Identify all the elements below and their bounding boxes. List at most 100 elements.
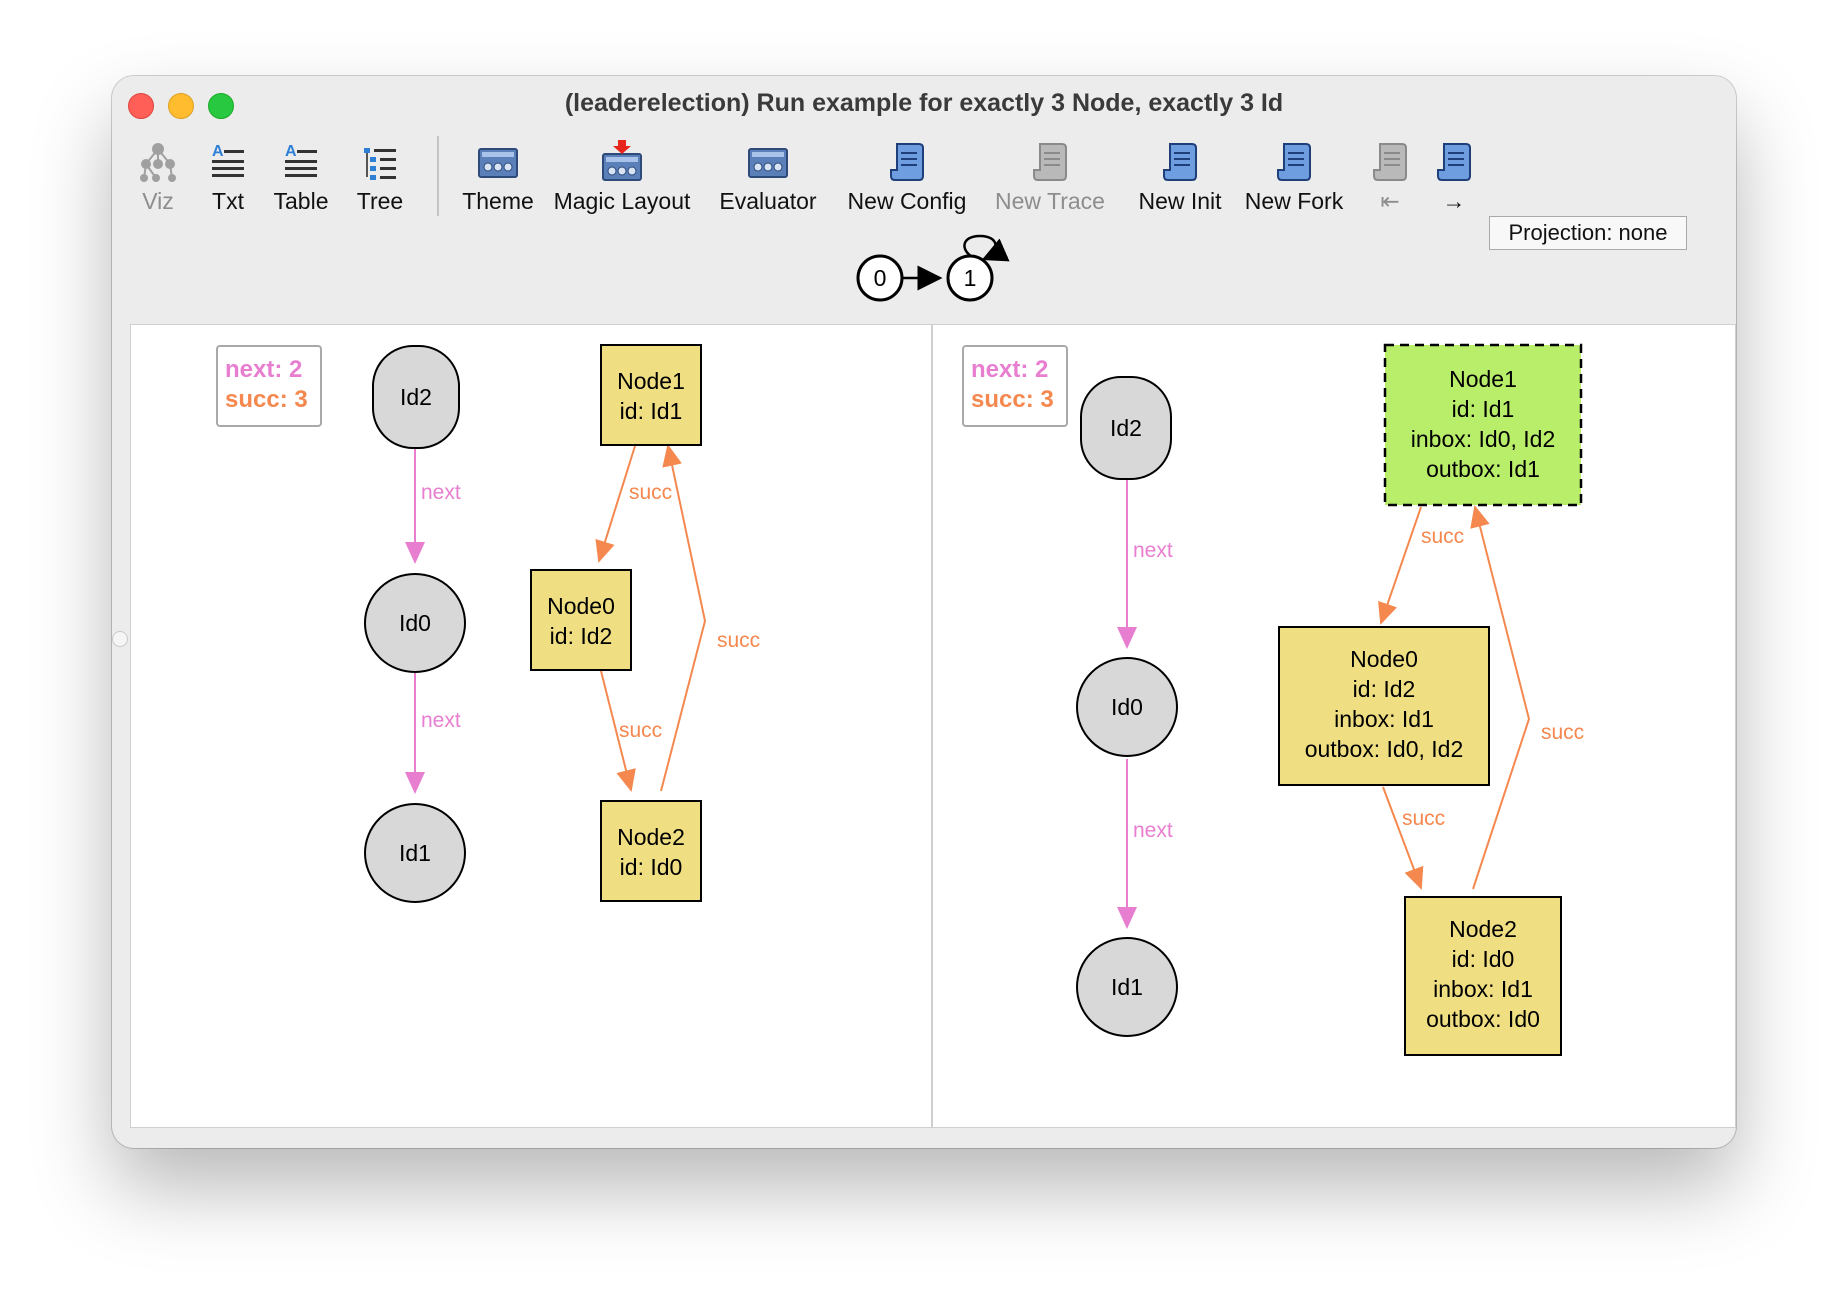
first-state-button[interactable]: ⇤ [1360,132,1420,220]
projection-dropdown[interactable]: Projection: none [1489,216,1687,250]
legend-next-count: next: 2 [971,356,1048,383]
succ-edge-label: succ [717,629,760,652]
atom-id1[interactable]: Id1 [364,803,466,903]
next-edge-label: next [1133,539,1173,562]
toolbar: Viz A Txt A Table [112,132,1736,222]
right-graph-canvas[interactable]: next: 2 succ: 3 next next succ succ succ… [933,325,1735,1127]
atom-node0-name: Node0 [547,593,615,619]
left-graph-panel[interactable]: next: 2 succ: 3 next next succ succ succ… [130,324,932,1128]
window-title: (leaderelection) Run example for exactly… [564,89,1284,117]
legend-succ-count: succ: 3 [971,386,1054,413]
theme-panel-icon [478,148,518,178]
atom-node2-id: id: Id0 [620,854,683,880]
atom-node1-highlighted[interactable]: Node1 id: Id1 inbox: Id0, Id2 outbox: Id… [1383,343,1583,507]
new-init-label: New Init [1138,188,1222,214]
txt-button[interactable]: A Txt [196,132,260,220]
trace-state-1-label: 1 [964,265,977,291]
trace-loop-arrow [963,234,1010,262]
legend-succ-count: succ: 3 [225,386,308,413]
evaluator-label: Evaluator [719,188,817,214]
succ-edge [1470,505,1531,890]
atom-id0[interactable]: Id0 [1076,657,1178,757]
atom-id0-label: Id0 [1111,694,1143,720]
scroll-icon [1163,143,1197,181]
magic-layout-button[interactable]: Magic Layout [548,132,696,220]
trace-state-1[interactable]: 1 [946,254,994,302]
next-edge-label: next [421,709,461,732]
close-window-button[interactable] [128,93,154,119]
atom-node0-outbox: outbox: Id0, Id2 [1305,736,1464,762]
magic-layout-label: Magic Layout [553,188,691,214]
scroll-icon [890,143,924,181]
succ-edge [1382,786,1424,890]
new-fork-button[interactable]: New Fork [1238,132,1350,220]
left-graph-canvas[interactable]: next: 2 succ: 3 next next succ succ succ… [131,325,931,1127]
atom-node1-outbox: outbox: Id1 [1426,456,1540,482]
viz-label: Viz [142,188,174,214]
theme-button[interactable]: Theme [448,132,548,220]
atom-id2[interactable]: Id2 [372,345,460,449]
app-window: (leaderelection) Run example for exactly… [112,76,1736,1148]
split-drag-handle[interactable] [112,631,128,647]
atom-id2[interactable]: Id2 [1080,376,1172,480]
next-state-button[interactable]: → [1424,132,1484,220]
new-init-button[interactable]: New Init [1126,132,1234,220]
succ-edge [600,670,636,792]
new-config-button[interactable]: New Config [840,132,974,220]
scroll-icon [1033,143,1067,181]
atom-node0[interactable]: Node0 id: Id2 inbox: Id1 outbox: Id0, Id… [1278,626,1490,786]
atom-node1-name: Node1 [1449,366,1517,392]
succ-edge-label: succ [1421,525,1464,548]
tree-graph-icon [140,143,176,182]
succ-edge-label: succ [1541,721,1584,744]
atom-node0[interactable]: Node0 id: Id2 [530,569,632,671]
scroll-icon [1373,143,1407,181]
next-edge-label: next [421,481,461,504]
atom-node1-id: id: Id1 [1452,396,1515,422]
txt-label: Txt [212,188,244,214]
tree-label: Tree [356,188,404,214]
atom-node0-inbox: inbox: Id1 [1334,706,1434,732]
atom-node1-id: id: Id1 [620,398,683,424]
new-trace-label: New Trace [995,188,1105,214]
atom-node1[interactable]: Node1 id: Id1 [600,344,702,446]
new-config-label: New Config [847,188,967,214]
atom-node0-id: id: Id2 [1353,676,1416,702]
trace-state-0[interactable]: 0 [856,254,904,302]
new-fork-label: New Fork [1244,188,1344,214]
svg-text:A: A [212,143,224,160]
next-edge-label: next [1133,819,1173,842]
magic-layout-icon [602,140,642,181]
atom-node1-name: Node1 [617,368,685,394]
succ-edge [1378,506,1422,625]
atom-node2-inbox: inbox: Id1 [1433,976,1533,1002]
tree-button[interactable]: Tree [342,132,418,220]
right-graph-panel[interactable]: next: 2 succ: 3 next next succ succ succ… [932,324,1736,1128]
tree-list-icon [364,148,396,180]
atom-id2-label: Id2 [1110,415,1142,441]
atom-node2[interactable]: Node2 id: Id0 inbox: Id1 outbox: Id0 [1404,896,1562,1056]
atom-id1[interactable]: Id1 [1076,937,1178,1037]
atom-node2-id: id: Id0 [1452,946,1515,972]
table-button[interactable]: A Table [260,132,342,220]
viz-button[interactable]: Viz [120,132,196,220]
atom-node2[interactable]: Node2 id: Id0 [600,800,702,902]
toolbar-right: Theme Magic Layout Evaluator [112,132,1736,250]
table-label: Table [273,188,329,214]
evaluator-button[interactable]: Evaluator [708,132,828,220]
atom-id0[interactable]: Id0 [364,573,466,673]
minimize-window-button[interactable] [168,93,194,119]
next-state-label: → [1442,188,1466,214]
atom-node0-id: id: Id2 [550,623,613,649]
new-trace-button[interactable]: New Trace [976,132,1124,220]
trace-state-0-label: 0 [874,265,887,291]
atom-node1-inbox: inbox: Id0, Id2 [1411,426,1556,452]
scroll-icon [1277,143,1311,181]
atom-id1-label: Id1 [1111,974,1143,1000]
legend-next-count: next: 2 [225,356,302,383]
title-bar: (leaderelection) Run example for exactly… [112,76,1736,132]
right-legend-box: next: 2 succ: 3 [962,345,1068,427]
zoom-window-button[interactable] [208,93,234,119]
atom-node2-outbox: outbox: Id0 [1426,1006,1540,1032]
atom-id0-label: Id0 [399,610,431,636]
